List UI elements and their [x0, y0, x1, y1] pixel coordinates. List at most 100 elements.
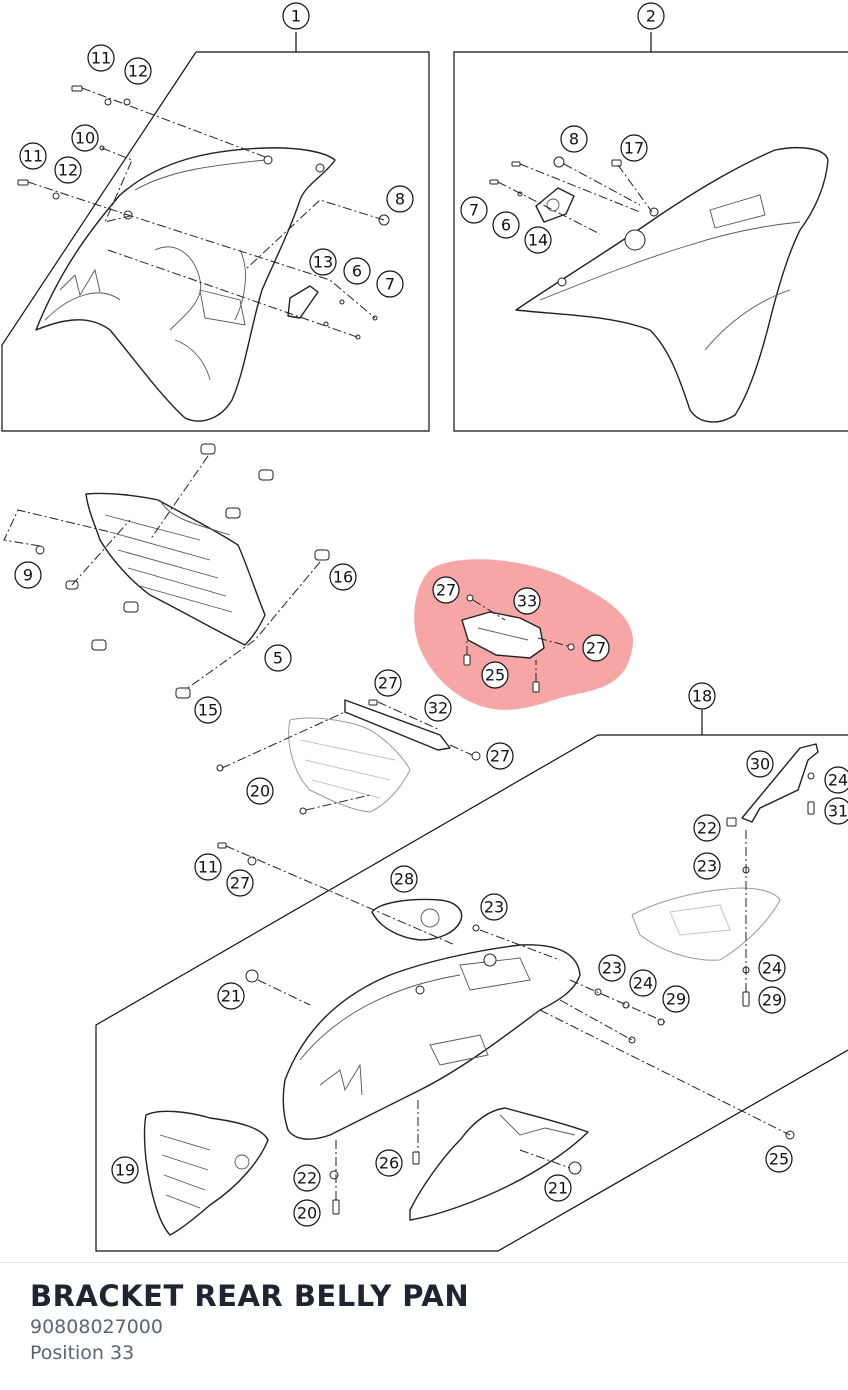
callout-6[interactable]: 6: [492, 211, 520, 239]
callout-31[interactable]: 31: [824, 797, 848, 825]
callout-16[interactable]: 16: [329, 563, 357, 591]
callout-11[interactable]: 11: [87, 44, 115, 72]
svg-text:29: 29: [666, 990, 686, 1009]
callout-10[interactable]: 10: [71, 124, 99, 152]
svg-text:19: 19: [115, 1161, 135, 1180]
svg-text:21: 21: [221, 987, 241, 1006]
bracket-32[interactable]: [344, 699, 481, 761]
middle-dash-lines: [3, 455, 321, 691]
svg-text:15: 15: [198, 701, 218, 720]
callout-27[interactable]: 27: [582, 634, 610, 662]
callout-23[interactable]: 23: [693, 852, 721, 880]
callout-27[interactable]: 27: [432, 576, 460, 604]
callouts: 1 2 11 12 10 11 12 8 13 6 7 8 17 7 6 14 …: [14, 2, 848, 1227]
part-title: BRACKET REAR BELLY PAN: [30, 1279, 470, 1313]
callout-24[interactable]: 24: [758, 954, 786, 982]
bracket-rear-belly-pan-33[interactable]: [461, 594, 575, 693]
svg-text:27: 27: [490, 747, 510, 766]
exploded-parts-diagram: 1 2 11 12 10 11 12 8 13 6 7 8 17 7 6 14 …: [1, 2, 848, 1252]
bracket-small-13[interactable]: [287, 285, 319, 319]
box-1-dash-lines: [27, 87, 385, 339]
svg-text:28: 28: [394, 870, 414, 889]
tail-light-28[interactable]: [371, 898, 463, 941]
callout-11[interactable]: 11: [19, 142, 47, 170]
callout-32[interactable]: 32: [424, 694, 452, 722]
belly-pan-main[interactable]: [282, 944, 581, 1140]
svg-text:18: 18: [692, 687, 712, 706]
callout-23[interactable]: 23: [598, 954, 626, 982]
svg-text:11: 11: [23, 147, 43, 166]
svg-text:12: 12: [128, 62, 148, 81]
heat-shield[interactable]: [631, 887, 781, 961]
callout-20[interactable]: 20: [246, 777, 274, 805]
box-2-dash-lines: [497, 163, 653, 235]
callout-21[interactable]: 21: [544, 1174, 572, 1202]
callout-19[interactable]: 19: [111, 1156, 139, 1184]
svg-text:27: 27: [586, 639, 606, 658]
callout-15[interactable]: 15: [194, 696, 222, 724]
svg-text:23: 23: [484, 898, 504, 917]
callout-8[interactable]: 8: [560, 125, 588, 153]
svg-text:13: 13: [313, 253, 333, 272]
callout-5[interactable]: 5: [264, 644, 292, 672]
callout-27[interactable]: 27: [486, 742, 514, 770]
box-18-frame: [95, 710, 848, 1252]
callout-29[interactable]: 29: [758, 986, 786, 1014]
callout-30[interactable]: 30: [746, 750, 774, 778]
callout-24[interactable]: 24: [824, 766, 848, 794]
svg-text:25: 25: [769, 1150, 789, 1169]
callout-14[interactable]: 14: [524, 226, 552, 254]
callout-33-selected[interactable]: 33: [513, 587, 541, 615]
callout-22[interactable]: 22: [693, 814, 721, 842]
svg-text:7: 7: [469, 201, 479, 220]
callout-12[interactable]: 12: [124, 57, 152, 85]
callout-22[interactable]: 22: [293, 1164, 321, 1192]
callout-25[interactable]: 25: [765, 1145, 793, 1173]
svg-text:31: 31: [828, 802, 848, 821]
callout-21[interactable]: 21: [217, 982, 245, 1010]
callout-13[interactable]: 13: [309, 248, 337, 276]
svg-text:24: 24: [633, 974, 653, 993]
callout-7[interactable]: 7: [460, 196, 488, 224]
callout-6[interactable]: 6: [343, 257, 371, 285]
callout-8[interactable]: 8: [386, 185, 414, 213]
callout-28[interactable]: 28: [390, 865, 418, 893]
air-duct-middle[interactable]: [216, 711, 411, 815]
callout-9[interactable]: 9: [14, 561, 42, 589]
side-cover-right[interactable]: [515, 147, 829, 423]
svg-text:27: 27: [436, 581, 456, 600]
callout-24[interactable]: 24: [629, 969, 657, 997]
lower-fairing-piece[interactable]: [409, 1107, 589, 1221]
callout-1[interactable]: 1: [282, 2, 310, 30]
callout-27[interactable]: 27: [226, 869, 254, 897]
box-18-bolts: [217, 842, 795, 1215]
callout-17[interactable]: 17: [620, 134, 648, 162]
divider: [0, 1262, 848, 1263]
callout-2[interactable]: 2: [637, 2, 665, 30]
callout-18[interactable]: 18: [688, 682, 716, 710]
support-bracket-30[interactable]: [726, 743, 819, 827]
svg-text:27: 27: [230, 874, 250, 893]
callout-12[interactable]: 12: [54, 156, 82, 184]
svg-text:29: 29: [762, 991, 782, 1010]
callout-25[interactable]: 25: [481, 661, 509, 689]
bracket-14[interactable]: [535, 187, 575, 223]
callout-23[interactable]: 23: [480, 893, 508, 921]
callout-7[interactable]: 7: [376, 270, 404, 298]
callout-27[interactable]: 27: [374, 669, 402, 697]
svg-text:2: 2: [646, 7, 656, 26]
svg-text:14: 14: [528, 231, 548, 250]
callout-29[interactable]: 29: [662, 985, 690, 1013]
svg-text:5: 5: [273, 649, 283, 668]
side-cover-left[interactable]: [35, 147, 336, 422]
callout-11[interactable]: 11: [194, 853, 222, 881]
svg-text:8: 8: [395, 190, 405, 209]
svg-text:26: 26: [379, 1154, 399, 1173]
callout-26[interactable]: 26: [375, 1149, 403, 1177]
front-grille-19[interactable]: [143, 1110, 269, 1236]
part-info-panel: BRACKET REAR BELLY PAN 90808027000 Posit…: [30, 1278, 830, 1366]
callout-20[interactable]: 20: [293, 1199, 321, 1227]
svg-text:11: 11: [198, 858, 218, 877]
svg-text:12: 12: [58, 161, 78, 180]
air-duct-left-5[interactable]: [85, 492, 266, 646]
